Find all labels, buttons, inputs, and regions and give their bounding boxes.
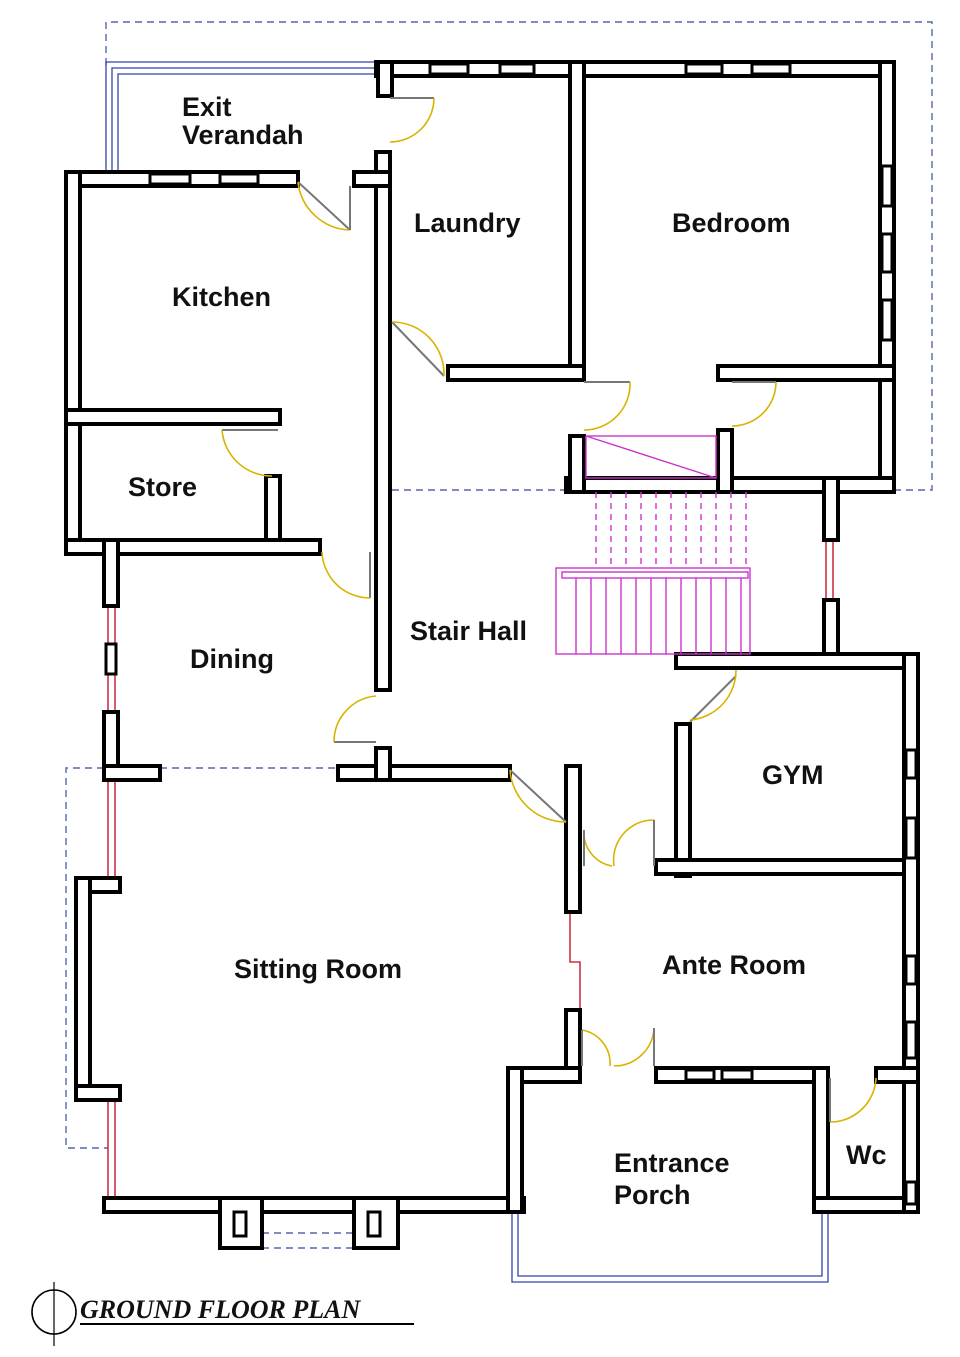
ante-room-label: Ante Room	[662, 950, 806, 980]
store-label: Store	[128, 472, 197, 502]
plan-title: GROUND FLOOR PLAN	[80, 1295, 361, 1324]
dining-label: Dining	[190, 644, 274, 674]
entrance-porch-label-line1: Entrance	[614, 1148, 730, 1178]
walls	[64, 60, 920, 1250]
stair-hall-label: Stair Hall	[410, 616, 527, 646]
verandah-railing	[105, 61, 378, 172]
porch-railing	[511, 1212, 829, 1283]
entrance-porch-label-line2: Porch	[614, 1180, 691, 1210]
exit-verandah-label-line2: Verandah	[182, 120, 304, 150]
roof-outline	[65, 21, 933, 1249]
laundry-label: Laundry	[414, 208, 521, 238]
kitchen-label: Kitchen	[172, 282, 271, 312]
gym-label: GYM	[762, 760, 824, 790]
exit-verandah-label-line1: Exit	[182, 92, 232, 122]
room-labels: Exit Verandah Laundry Bedroom Kitchen St…	[128, 92, 887, 1210]
doors	[221, 97, 877, 1123]
plan-title-block: GROUND FLOOR PLAN	[31, 1282, 414, 1346]
bedroom-label: Bedroom	[672, 208, 791, 238]
sitting-room-label: Sitting Room	[234, 954, 402, 984]
staircase	[555, 435, 751, 655]
wc-label: Wc	[846, 1140, 887, 1170]
